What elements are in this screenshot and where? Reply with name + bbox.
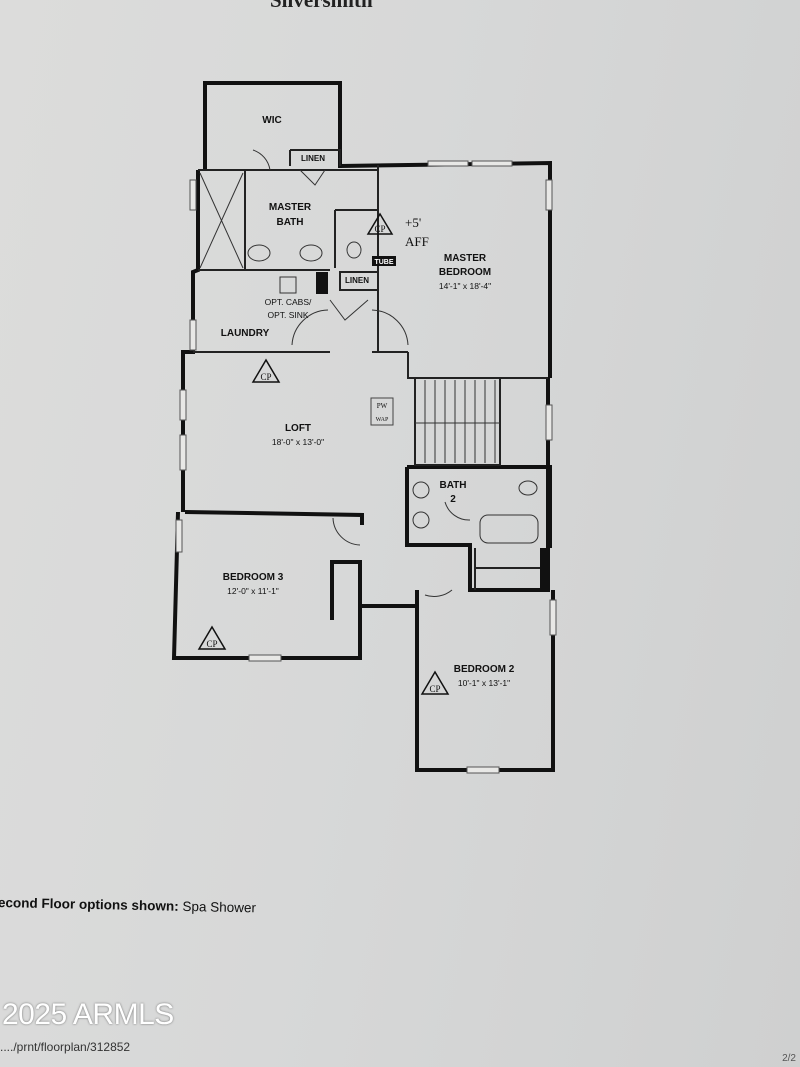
chase bbox=[540, 548, 550, 590]
cp-marker: CP bbox=[366, 212, 394, 235]
room-label-bath2-1: BATH bbox=[439, 480, 466, 491]
room-label-wic: WIC bbox=[262, 115, 281, 126]
room-label-master-bath-1: MASTER bbox=[269, 202, 312, 213]
room-label-bath2-2: 2 bbox=[450, 494, 456, 505]
room-label-master-bath-2: BATH bbox=[276, 217, 303, 228]
sink bbox=[299, 244, 323, 262]
tube-badge bbox=[372, 256, 396, 266]
toilet bbox=[518, 480, 538, 496]
sink bbox=[247, 244, 271, 262]
room-label-master-bedroom-2: BEDROOM bbox=[439, 267, 491, 278]
toilet bbox=[346, 241, 362, 259]
aff-note-2: AFF bbox=[405, 234, 429, 249]
page-number: 2/2 bbox=[782, 1053, 796, 1064]
room-label-laundry: LAUNDRY bbox=[221, 328, 270, 339]
room-dims-master-bedroom: 14'-1" x 18'-4" bbox=[439, 281, 491, 291]
cp-marker: CP bbox=[251, 358, 281, 383]
cp-marker: CP bbox=[420, 670, 450, 695]
bathtub bbox=[479, 514, 539, 544]
room-dims-bedroom2: 10'-1" x 13'-1" bbox=[458, 678, 510, 688]
cp-marker: CP bbox=[197, 625, 227, 650]
stairs bbox=[415, 380, 500, 463]
laundry-note-2: OPT. SINK bbox=[267, 310, 308, 320]
room-dims-bedroom3: 12'-0" x 11'-1" bbox=[227, 586, 279, 596]
chase bbox=[316, 272, 328, 294]
watermark: 2025 ARMLS bbox=[2, 998, 174, 1031]
laundry-sink bbox=[279, 276, 297, 294]
options-value: Spa Shower bbox=[182, 898, 257, 916]
room-label-bedroom3: BEDROOM 3 bbox=[223, 572, 284, 583]
windows bbox=[175, 160, 557, 774]
svg-text:CP: CP bbox=[206, 639, 217, 649]
aff-note-1: +5' bbox=[405, 215, 421, 230]
left-wall bbox=[181, 170, 200, 512]
url-footer: ..../prnt/floorplan/312852 bbox=[0, 1040, 131, 1054]
room-label-bedroom2: BEDROOM 2 bbox=[454, 664, 515, 675]
svg-text:CP: CP bbox=[374, 224, 385, 234]
svg-text:CP: CP bbox=[260, 372, 271, 382]
pw-label: PW bbox=[377, 402, 388, 410]
wic-walls bbox=[203, 81, 342, 170]
fixtures bbox=[199, 149, 539, 597]
spa-shower bbox=[199, 172, 244, 269]
room-label-loft: LOFT bbox=[285, 423, 311, 434]
laundry-note-1: OPT. CABS/ bbox=[265, 297, 312, 307]
room-label-master-bedroom-1: MASTER bbox=[444, 253, 487, 264]
room-label-linen: LINEN bbox=[345, 276, 369, 285]
plan-title: Silversmith bbox=[270, 0, 373, 12]
wap-label: WAP bbox=[376, 417, 389, 423]
pw-wap-box bbox=[370, 397, 394, 426]
svg-text:CP: CP bbox=[429, 684, 440, 694]
room-dims-loft: 18'-0" x 13'-0" bbox=[272, 437, 324, 447]
interior-walls bbox=[193, 149, 550, 590]
tube-label: TUBE bbox=[374, 259, 393, 266]
room-label-linen: LINEN bbox=[301, 154, 325, 163]
master-bedroom-walls bbox=[339, 160, 552, 378]
